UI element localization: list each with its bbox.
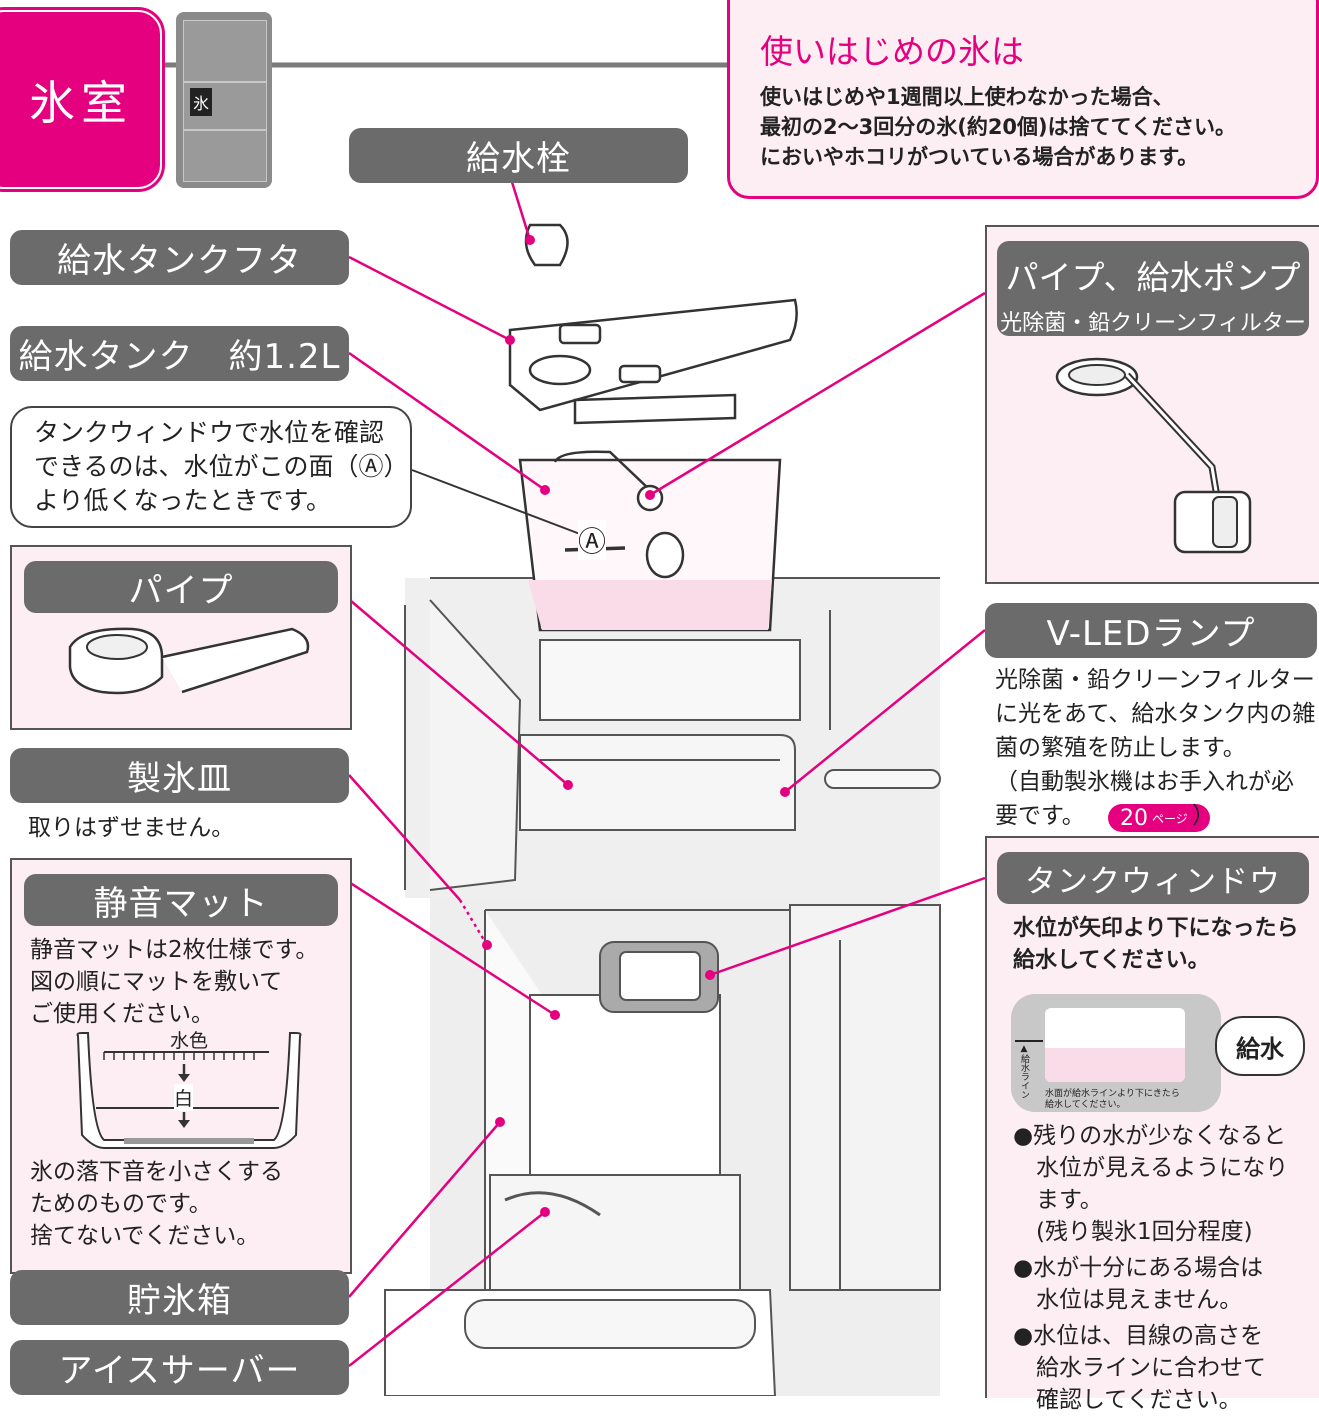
page-ref-number: 20 xyxy=(1120,805,1148,831)
mat-diagram-bottom: 白 xyxy=(174,1084,194,1111)
notice-box: 使いはじめの氷は 使いはじめや1週間以上使わなかった場合、 最初の2〜3回分の氷… xyxy=(727,0,1319,199)
bullet-3-line-1: ●水位は、目線の高さを xyxy=(1013,1323,1264,1349)
label-valve: 給水栓 xyxy=(349,128,688,183)
page-ref-badge[interactable]: 20 ページ xyxy=(1108,804,1210,832)
label-ice-server: アイスサーバー xyxy=(10,1340,349,1395)
bullet-2-line-2: 水位は見えません。 xyxy=(1013,1287,1243,1313)
window-panel-side-label: ▲給水ライン xyxy=(1019,1044,1029,1099)
bullet-1-line-4: (残り製氷1回分程度) xyxy=(1013,1219,1253,1245)
vled-close-paren: ） xyxy=(1192,803,1215,829)
callout-line-1: タンクウィンドウで水位を確認 xyxy=(34,418,385,447)
notice-line-1: 使いはじめや1週間以上使わなかった場合、 xyxy=(760,85,1174,109)
bubble-supply-text: 給水 xyxy=(1236,1034,1284,1063)
label-mat: 静音マット xyxy=(24,874,338,926)
bullet-1-line-3: ます。 xyxy=(1013,1187,1103,1213)
pump-label: パイプ、給水ポンプ 光除菌・鉛クリーンフィルター xyxy=(997,241,1309,336)
label-tank-lid: 給水タンクフタ xyxy=(10,230,349,285)
callout-line-2: できるのは、水位がこの面（Ⓐ） xyxy=(34,452,409,481)
label-vled: V-LEDランプ xyxy=(985,603,1317,658)
vled-line-5: 要です。 xyxy=(995,803,1085,829)
bullet-1-line-1: ●残りの水が少なくなると xyxy=(1013,1123,1287,1149)
notice-title: 使いはじめの氷は xyxy=(760,32,1024,71)
fridge-body xyxy=(384,577,941,1396)
mat-line-2: 図の順にマットを敷いて xyxy=(30,969,283,995)
leader-dots xyxy=(482,235,790,1217)
fridge-map-ice-label: 氷 xyxy=(190,88,213,116)
leader-lines xyxy=(337,181,986,1367)
window-panel-text-1: 水面が給水ラインより下にきたら xyxy=(1045,1089,1180,1099)
tray-note: 取りはずせません。 xyxy=(28,815,235,841)
bubble-supply: 給水 xyxy=(1215,1016,1305,1076)
window-panel-text-2: 給水してください。 xyxy=(1045,1100,1126,1110)
mat-footer-1: 氷の落下音を小さくする xyxy=(30,1159,283,1185)
label-pipe: パイプ xyxy=(24,561,338,613)
pump-box: パイプ、給水ポンプ 光除菌・鉛クリーンフィルター xyxy=(985,225,1319,584)
mat-footer-3: 捨てないでください。 xyxy=(30,1223,260,1249)
pump-label-line-1: パイプ、給水ポンプ xyxy=(1005,258,1301,297)
label-tank: 給水タンク 約1.2L xyxy=(10,326,349,381)
vled-line-4: （自動製氷機はお手入れが必 xyxy=(995,769,1294,795)
label-tray: 製氷皿 xyxy=(10,748,349,803)
bullet-3-line-2: 給水ラインに合わせて xyxy=(1013,1355,1266,1381)
pipe-box: パイプ xyxy=(10,545,352,730)
window-panel: ▲給水ライン 水面が給水ラインより下にきたら 給水してください。 xyxy=(1011,994,1221,1112)
window-heading-1: 水位が矢印より下になったら xyxy=(1013,916,1299,941)
mat-box: 静音マット 静音マットは2枚仕様です。 図の順にマットを敷いて ご使用ください。… xyxy=(10,858,352,1274)
vled-line-1: 光除菌・鉛クリーンフィルター xyxy=(995,667,1315,693)
mat-footer-2: ためのものです。 xyxy=(30,1191,212,1217)
mat-diagram-top: 水色 xyxy=(170,1030,209,1052)
page-ref-unit: ページ xyxy=(1152,811,1188,826)
bullet-1-line-2: 水位が見えるようになり xyxy=(1013,1155,1289,1181)
label-window: タンクウィンドウ xyxy=(997,852,1309,904)
mat-line-3: ご使用ください。 xyxy=(30,1001,214,1027)
window-heading-2: 給水してください。 xyxy=(1013,948,1210,973)
bullet-3-line-3: 確認してください。 xyxy=(1013,1387,1242,1413)
pipe-icon xyxy=(68,627,310,695)
callout-bubble: タンクウィンドウで水位を確認 できるのは、水位がこの面（Ⓐ） より低くなったとき… xyxy=(10,406,412,528)
window-box: タンクウィンドウ 水位が矢印より下になったら 給水してください。 ▲給水ライン … xyxy=(985,836,1319,1413)
pump-label-line-2: 光除菌・鉛クリーンフィルター xyxy=(1000,311,1306,336)
vled-line-2: に光をあて、給水タンク内の雑 xyxy=(995,701,1316,727)
tank-illustration xyxy=(508,223,798,632)
vled-line-3: 菌の繁殖を防止します。 xyxy=(995,735,1246,761)
label-ice-box: 貯氷箱 xyxy=(10,1270,349,1325)
notice-line-3: においやホコリがついている場合があります。 xyxy=(760,145,1199,169)
fridge-map: 氷 xyxy=(176,12,272,188)
section-title: 氷室 xyxy=(29,75,133,130)
mat-line-1: 静音マットは2枚仕様です。 xyxy=(30,937,319,963)
bullet-2-line-1: ●水が十分にある場合は xyxy=(1013,1255,1264,1281)
section-tab: 氷室 xyxy=(0,7,165,192)
callout-line-3: より低くなったときです。 xyxy=(34,486,332,515)
marker-a: Ⓐ xyxy=(578,520,607,560)
pump-icon xyxy=(1055,357,1252,554)
notice-line-2: 最初の2〜3回分の氷(約20個)は捨ててください。 xyxy=(760,115,1237,139)
